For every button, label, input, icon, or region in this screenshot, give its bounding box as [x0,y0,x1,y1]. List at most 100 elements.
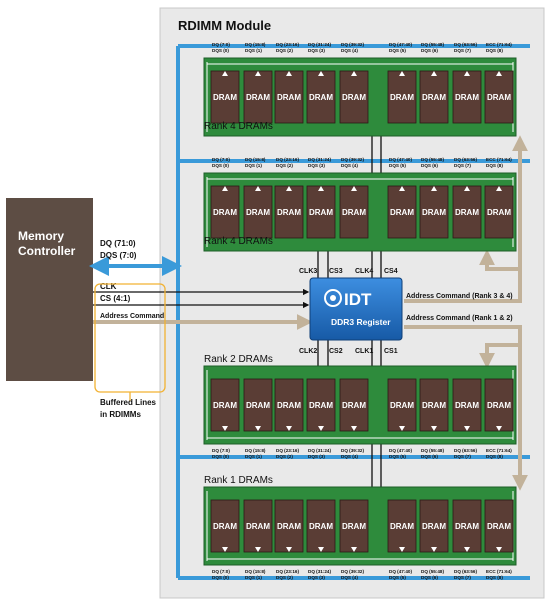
cs4-label: CS4 [384,268,398,275]
dram-pin-arrow [318,547,324,552]
dram-pin-arrow [222,71,228,76]
dram-pin-arrow [286,71,292,76]
dram-chip [339,185,369,239]
lane-dq-label: DQ (55:48) [421,569,444,574]
controller-label-line1: Memory [18,229,64,243]
lane-dqs-label: DQS (3) [308,163,325,168]
lane-dq-label: DQ (7:0) [212,569,230,574]
lane-dq-label: DQ (55:48) [421,157,444,162]
lane-dqs-label: DQS (3) [308,454,325,459]
lane-dq-label: DQ (55:48) [421,448,444,453]
dram-chip-label: DRAM [309,401,333,410]
dram-pin-arrow [431,186,437,191]
lane-dqs-label: DQS (5) [389,163,406,168]
dram-pin-arrow [286,426,292,431]
lane-dq-label: DQ (23:16) [276,448,299,453]
memory-controller [6,198,93,381]
dram-chip [210,70,240,124]
dram-chip [274,378,304,432]
lane-dqs-label: DQS (5) [389,48,406,53]
dram-chip [210,378,240,432]
lane-dq-label: DQ (23:16) [276,42,299,47]
dram-chip-label: DRAM [487,208,511,217]
lane-dqs-label: DQS (1) [245,454,262,459]
lane-dqs-label: DQS (4) [341,48,358,53]
dram-pin-arrow [255,186,261,191]
dram-pin-arrow [286,547,292,552]
lane-dqs-label: DQS (8) [486,454,503,459]
dram-chip-label: DRAM [309,93,333,102]
lane-dq-label: DQ (7:0) [212,157,230,162]
lane-dqs-label: DQS (6) [421,48,438,53]
lane-dq-label: DQ (31:24) [308,157,331,162]
dram-chip [243,378,273,432]
lane-dq-label: DQ (63:56) [454,157,477,162]
dram-chip-label: DRAM [213,401,237,410]
lane-dq-label: DQ (15:8) [245,157,266,162]
lane-dq-label: DQ (55:48) [421,42,444,47]
bus-dqs-label: DQS (7:0) [100,251,137,260]
dram-pin-arrow [496,71,502,76]
dram-chip-label: DRAM [246,208,270,217]
address-label-ranks-3-4: Address Command (Rank 3 & 4) [406,293,513,300]
clk4-label: CLK4 [355,268,373,275]
dram-chip-label: DRAM [213,93,237,102]
dram-chip [306,499,336,553]
dram-pin-arrow [318,426,324,431]
cs1-label: CS1 [384,348,398,355]
dram-chip [210,499,240,553]
dram-pin-arrow [431,426,437,431]
dram-chip-label: DRAM [487,401,511,410]
lane-dqs-label: DQS (1) [245,163,262,168]
dram-pin-arrow [496,426,502,431]
rank-label: Rank 2 DRAMs [204,354,273,365]
dram-pin-arrow [255,547,261,552]
clk2-label: CLK2 [299,348,317,355]
dram-chip [339,378,369,432]
buffered-note-line2: in RDIMMs [100,410,141,419]
lane-dq-label: DQ (63:56) [454,42,477,47]
register-label: DDR3 Register [331,317,391,327]
lane-dqs-label: DQS (7) [454,48,471,53]
dram-pin-arrow [222,426,228,431]
address-fanout [404,135,528,491]
dram-pin-arrow [431,71,437,76]
dram-chip [419,70,449,124]
dram-chip [387,499,417,553]
lane-dq-label: ECC (71:64) [486,448,512,453]
dram-chip [306,70,336,124]
module-title: RDIMM Module [178,18,271,33]
dram-chip-label: DRAM [246,401,270,410]
rank-label: Rank 1 DRAMs [204,475,273,486]
lane-dq-label: DQ (23:16) [276,157,299,162]
lane-dqs-label: DQS (0) [212,575,229,580]
dram-chip-label: DRAM [342,522,366,531]
lane-dq-label: DQ (39:32) [341,569,364,574]
lane-dq-label: DQ (63:56) [454,569,477,574]
clk3-label: CLK3 [299,268,317,275]
buffered-note-line1: Buffered Lines [100,398,157,407]
dram-pin-arrow [222,186,228,191]
lane-dqs-label: DQS (8) [486,575,503,580]
dram-chip [210,185,240,239]
dram-chip-label: DRAM [455,208,479,217]
dram-chip [452,70,482,124]
dram-pin-arrow [496,547,502,552]
dram-chip [274,70,304,124]
dram-chip-label: DRAM [277,522,301,531]
dram-chip-label: DRAM [390,522,414,531]
dram-chip [452,185,482,239]
register-brand: IDT [344,290,372,309]
dram-pin-arrow [351,186,357,191]
address-label-ranks-1-2: Address Command (Rank 1 & 2) [406,315,513,322]
lane-dqs-label: DQS (7) [454,454,471,459]
dram-chip-label: DRAM [455,93,479,102]
lane-dq-label: DQ (39:32) [341,448,364,453]
dram-pin-arrow [464,71,470,76]
lane-dq-label: DQ (63:56) [454,448,477,453]
dram-pin-arrow [496,186,502,191]
